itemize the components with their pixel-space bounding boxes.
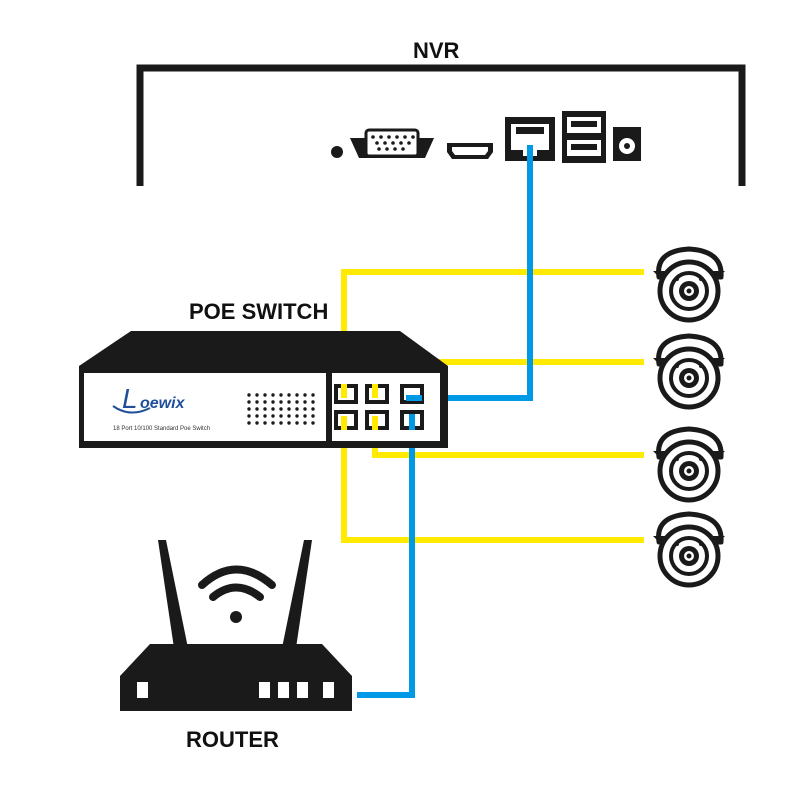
vent-hole	[247, 407, 251, 411]
vent-hole	[247, 393, 251, 397]
vent-hole	[279, 400, 283, 404]
vent-hole	[279, 393, 283, 397]
network-cables	[357, 145, 533, 698]
vent-hole	[311, 393, 315, 397]
vent-hole	[287, 393, 291, 397]
camera-1	[653, 249, 725, 320]
usb-port-icon	[562, 111, 606, 163]
vent-hole	[311, 407, 315, 411]
vent-hole	[303, 400, 307, 404]
nvr-device	[136, 64, 746, 186]
rj45-port-icon	[505, 117, 555, 161]
vent-hole	[255, 421, 259, 425]
vent-hole	[279, 407, 283, 411]
vent-hole	[271, 414, 275, 418]
vent-hole	[263, 400, 267, 404]
nvr-case	[136, 64, 746, 186]
vent-hole	[287, 400, 291, 404]
hdmi-port-icon	[447, 143, 493, 159]
vent-hole	[247, 400, 251, 404]
dome-camera-icon	[653, 429, 725, 500]
router-device	[120, 540, 352, 711]
dome-camera-icon	[653, 336, 725, 407]
vga-port-icon	[350, 128, 434, 158]
switch-brand: oewix	[140, 395, 186, 412]
network-cable-nvr	[409, 145, 533, 401]
vent-hole	[287, 414, 291, 418]
switch-port-panel	[332, 373, 440, 441]
switch-model-text: 18 Port 10/100 Standard Poe Switch	[113, 426, 210, 432]
vent-hole	[247, 414, 251, 418]
wifi-icon	[198, 565, 276, 623]
poe-switch-label: POE SWITCH	[189, 299, 329, 324]
vent-hole	[255, 414, 259, 418]
vent-hole	[287, 421, 291, 425]
vent-hole	[263, 414, 267, 418]
vent-hole	[263, 421, 267, 425]
router-label: ROUTER	[186, 727, 279, 752]
vent-hole	[295, 407, 299, 411]
dome-camera-icon	[653, 249, 725, 320]
vent-hole	[263, 407, 267, 411]
vent-hole	[255, 407, 259, 411]
vent-hole	[311, 400, 315, 404]
vent-hole	[303, 421, 307, 425]
switch-front-panel	[84, 373, 326, 441]
vent-hole	[303, 407, 307, 411]
port-plugs	[341, 384, 422, 430]
vent-hole	[295, 393, 299, 397]
vent-hole	[279, 414, 283, 418]
vent-hole	[295, 400, 299, 404]
nvr-label: NVR	[413, 38, 460, 63]
vent-hole	[303, 393, 307, 397]
switch-vent-grid	[247, 393, 315, 425]
vent-hole	[303, 414, 307, 418]
vent-hole	[255, 393, 259, 397]
poe-cable-camera-4	[341, 417, 644, 543]
dome-camera-icon	[653, 514, 725, 585]
vent-hole	[295, 414, 299, 418]
camera-3	[653, 429, 725, 500]
svg-text:L: L	[122, 383, 138, 414]
vent-hole	[271, 407, 275, 411]
router-body	[120, 644, 352, 711]
poe-switch-device: L oewix 18 Port 10/100 Standard Poe Swit…	[79, 331, 448, 448]
vent-hole	[247, 421, 251, 425]
nvr-power-led-icon	[331, 146, 343, 158]
vent-hole	[255, 400, 259, 404]
vent-hole	[295, 421, 299, 425]
vent-hole	[263, 393, 267, 397]
camera-4	[653, 514, 725, 585]
switch-top	[79, 331, 448, 366]
vent-hole	[311, 414, 315, 418]
vent-hole	[271, 393, 275, 397]
vent-hole	[279, 421, 283, 425]
network-cable-router	[357, 417, 415, 698]
vent-hole	[287, 407, 291, 411]
vent-hole	[311, 421, 315, 425]
dc-power-port-icon	[613, 127, 641, 161]
brand-logo-icon: L	[112, 383, 151, 414]
vent-hole	[271, 421, 275, 425]
vent-hole	[271, 400, 275, 404]
router-antenna-left	[158, 540, 188, 648]
camera-2	[653, 336, 725, 407]
router-antenna-right	[282, 540, 312, 648]
